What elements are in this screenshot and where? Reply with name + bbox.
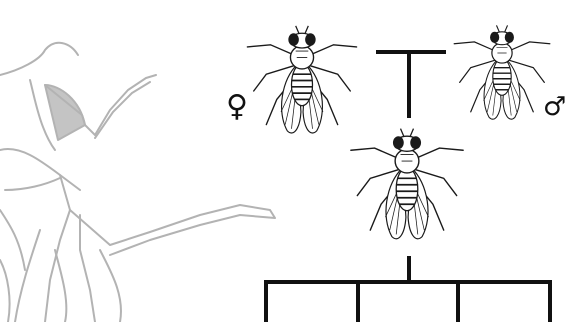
drosophila-offspring-icon xyxy=(351,129,463,239)
offspring-branch-lines xyxy=(266,256,552,322)
cross-connector xyxy=(376,52,446,118)
female-symbol: ♀ xyxy=(226,92,248,122)
drosophila-female-icon xyxy=(247,26,356,133)
male-symbol: ♂ xyxy=(543,94,566,120)
drosophila-male-icon xyxy=(454,25,550,119)
insect-leg-watermark xyxy=(0,43,275,322)
